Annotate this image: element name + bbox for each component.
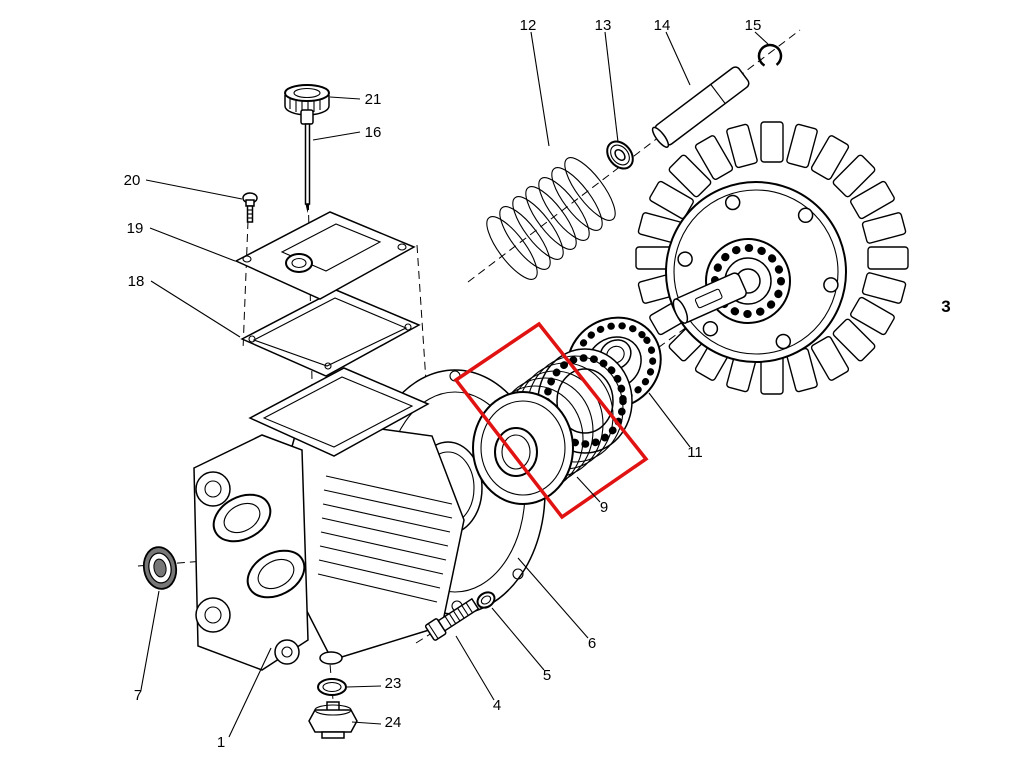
o-ring [317,678,347,696]
cover-gasket [240,289,421,377]
flywheel-shaft [672,272,747,324]
spring-washer [606,140,634,170]
part-label-16: 16 [365,124,382,141]
flywheel [635,121,909,395]
snap-ring [757,43,783,69]
piston-drive-assembly [472,348,633,505]
highlight-box [453,321,649,520]
oil-seal [142,546,178,590]
compressor-crankcase [193,367,465,671]
valve-chamber [248,367,430,457]
drain-plug [308,701,358,739]
cylinder-fins [317,475,453,603]
part-labels: 12 13 14 15 21 16 20 19 18 3 11 9 6 5 4 … [124,17,951,751]
leader-lines [140,31,769,738]
part-label-12: 12 [520,17,537,34]
part-label-14: 14 [654,17,671,34]
part-label-21: 21 [365,91,382,108]
part-label-19: 19 [127,220,144,237]
part-label-23: 23 [385,675,402,692]
cylinder-bore [212,493,272,543]
piston-pin [651,66,750,148]
part-label-20: 20 [124,172,141,189]
valve-spring [486,157,616,280]
bolt-washer [476,591,496,609]
cylinder-bore [246,549,306,599]
part-label-4: 4 [493,697,501,714]
cover-screw [242,192,258,223]
valve-cover-plate [234,211,416,300]
oil-filler-cap [284,84,330,116]
part-label-11: 11 [687,444,703,461]
part-label-24: 24 [385,714,402,731]
part-label-15: 15 [745,17,762,34]
part-label-13: 13 [595,17,612,34]
part-label-6: 6 [588,635,596,652]
part-label-3: 3 [941,297,950,316]
part-label-18: 18 [128,273,145,290]
part-label-5: 5 [543,667,551,684]
cover-bolt [424,597,480,641]
part-label-1: 1 [217,734,225,751]
part-label-9: 9 [600,499,608,516]
dipstick [300,109,314,213]
part-label-7: 7 [134,687,142,704]
